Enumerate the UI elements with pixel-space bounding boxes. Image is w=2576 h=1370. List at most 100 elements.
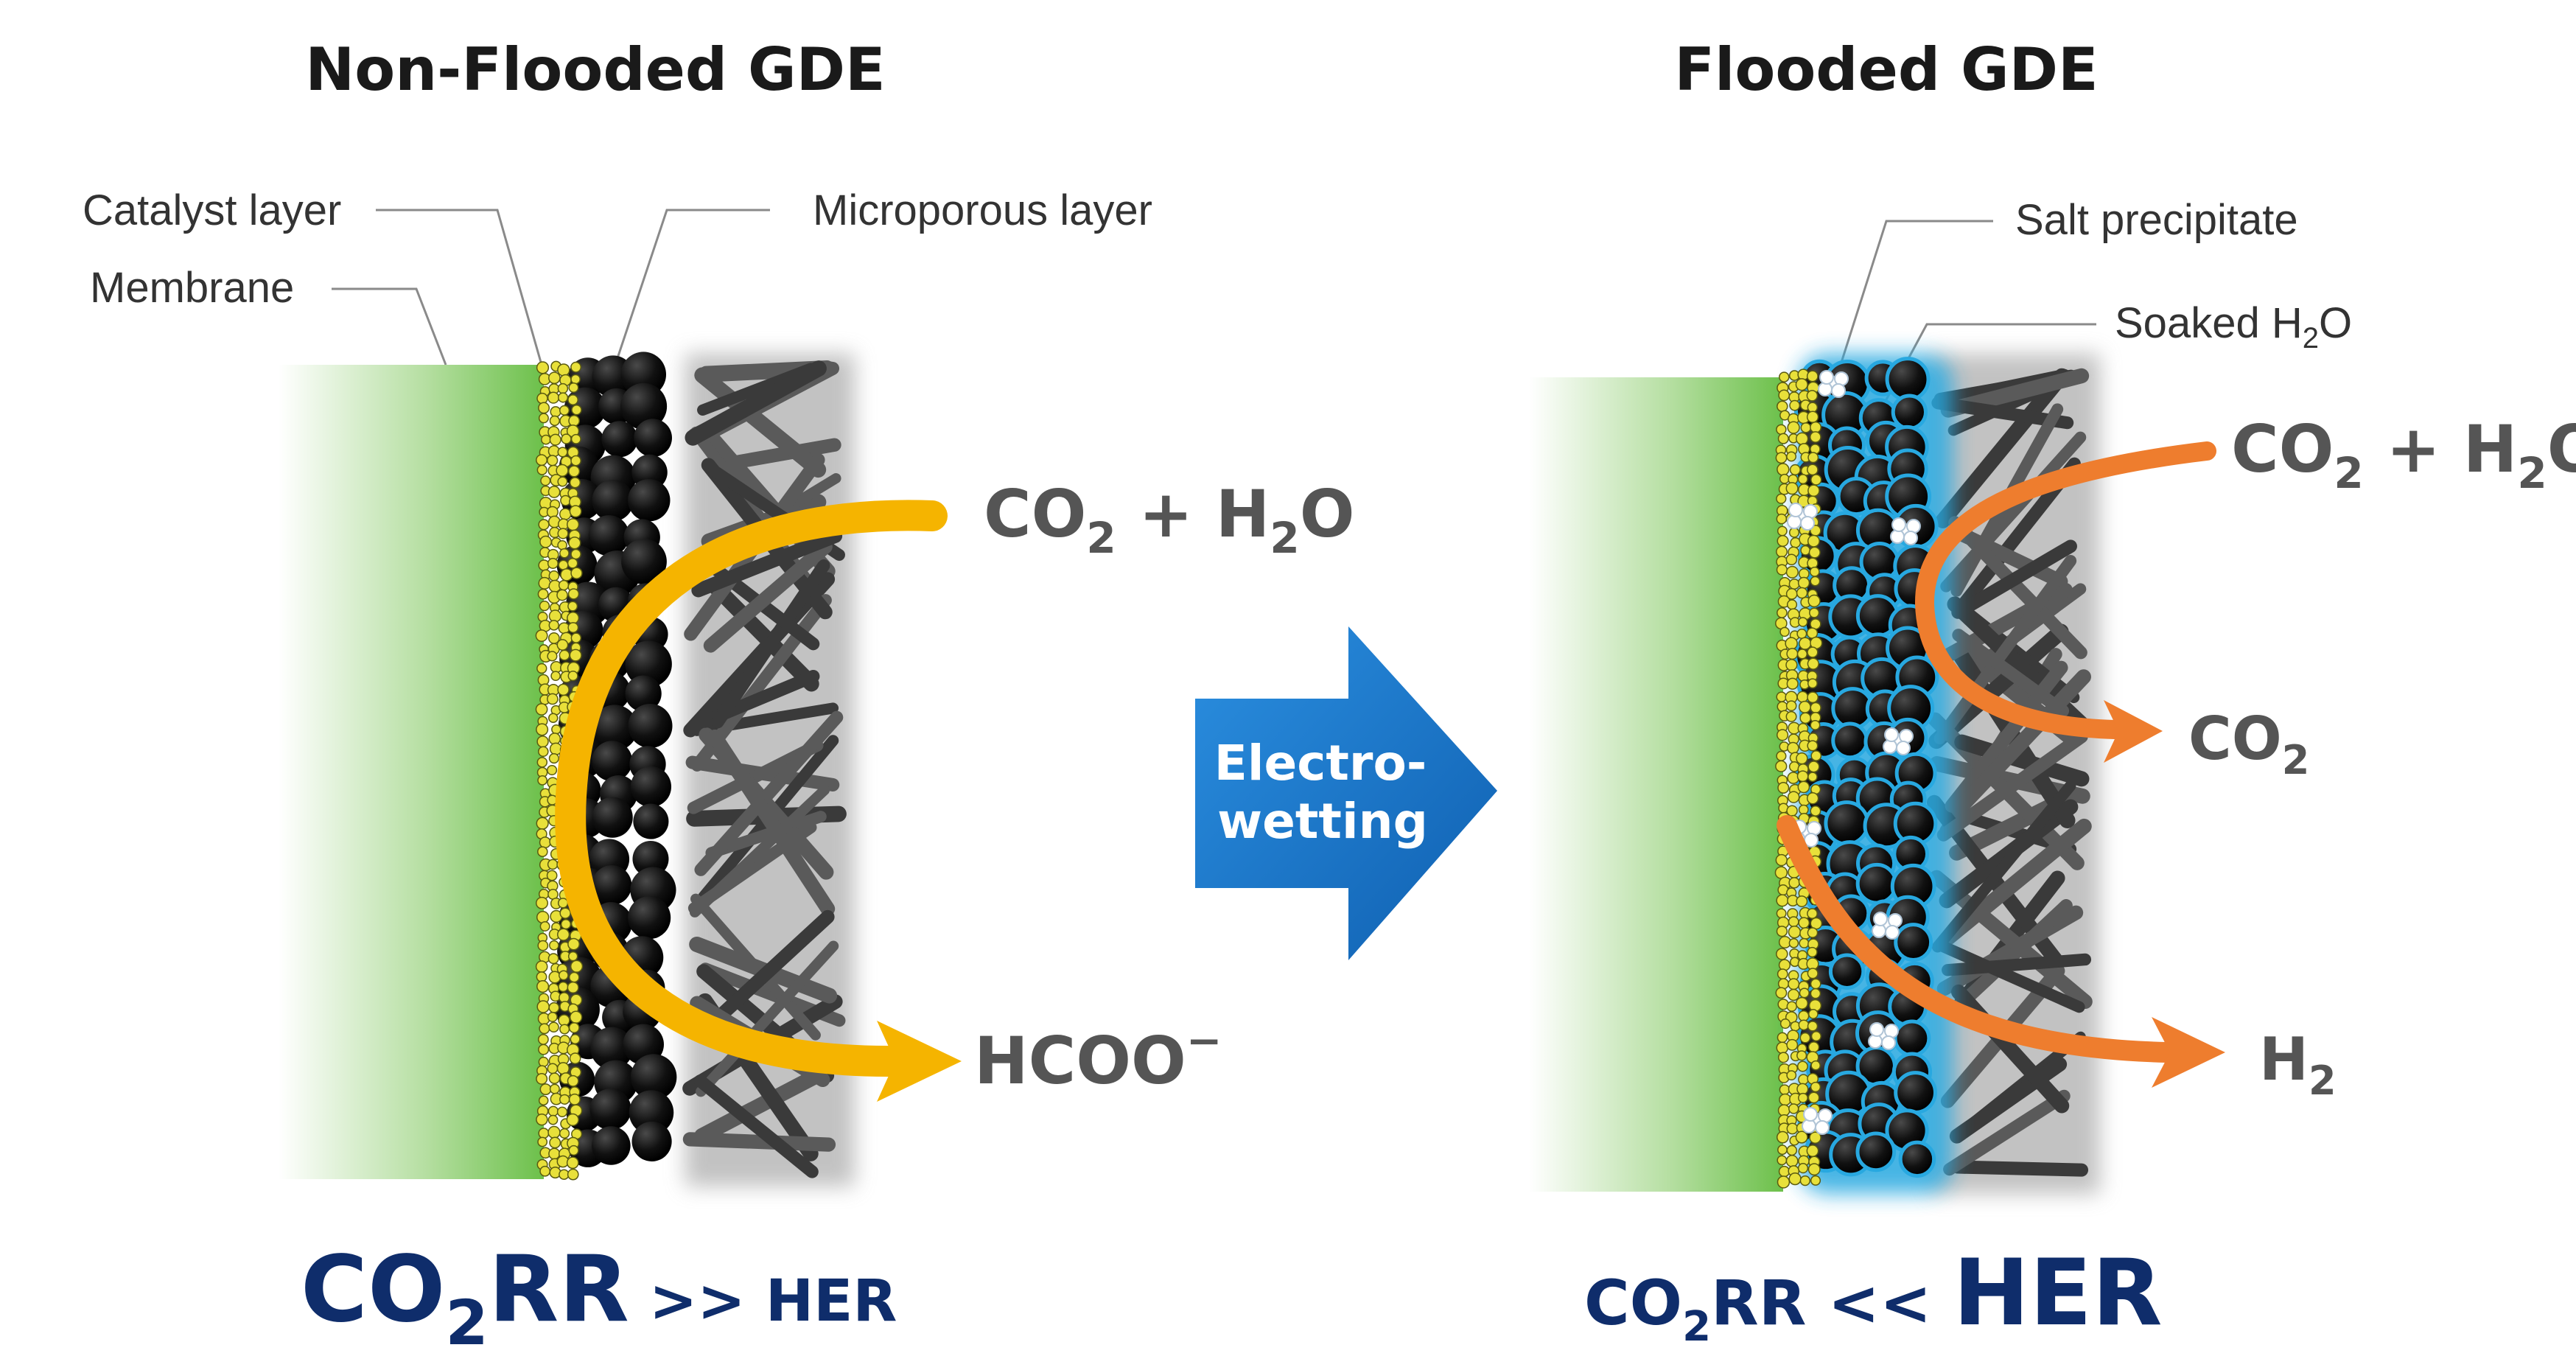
catalyst-particle (538, 576, 551, 590)
catalyst-particle (546, 506, 559, 518)
catalyst-particle (1779, 1084, 1791, 1095)
catalyst-particle (1807, 646, 1819, 658)
catalyst-particle (538, 746, 549, 758)
catalyst-particle (1799, 637, 1812, 650)
catalyst-particle (1779, 473, 1790, 484)
catalyst-particle (1807, 452, 1819, 464)
catalyst-particle (539, 1023, 550, 1035)
carbon-particle (631, 1121, 672, 1161)
catalyst-particle (536, 464, 547, 475)
carbon-particle (1831, 721, 1869, 760)
catalyst-particle (536, 1000, 550, 1013)
catalyst-particle (536, 1113, 548, 1126)
left-flow-arrow (555, 500, 962, 1102)
salt-crystal (1884, 727, 1899, 742)
salt-crystal (1903, 531, 1918, 545)
catalyst-particle (1796, 629, 1807, 639)
catalyst-particle (1807, 761, 1820, 773)
catalyst-particle (560, 494, 571, 506)
salt-crystal (1819, 370, 1834, 385)
catalyst-particle (1799, 1032, 1811, 1044)
catalyst-particle (1777, 1144, 1788, 1156)
catalyst-particle (1779, 1093, 1792, 1106)
catalyst-particle (547, 765, 558, 776)
catalyst-particle (567, 981, 579, 994)
catalyst-particle (567, 671, 578, 682)
catalyst-particle (1798, 700, 1811, 713)
catalyst-particle (1785, 700, 1797, 712)
right-salt-precipitates (1787, 370, 1921, 1135)
catalyst-particle (1808, 1009, 1819, 1019)
left-carbon-fibers (682, 360, 847, 1178)
carbon-particle (1824, 800, 1870, 846)
carbon-particle (590, 1027, 634, 1070)
catalyst-particle (567, 937, 580, 951)
catalyst-particle (568, 971, 580, 983)
catalyst-particle (539, 836, 551, 849)
catalyst-particle (1798, 1019, 1810, 1031)
catalyst-particle (547, 557, 559, 569)
catalyst-particle (1786, 1001, 1797, 1012)
catalyst-particle (1796, 587, 1808, 599)
carbon-particle (592, 741, 633, 782)
catalyst-particle (538, 1056, 549, 1067)
catalyst-particle (570, 374, 581, 385)
catalyst-particle (1787, 791, 1800, 803)
catalyst-particle (537, 775, 548, 786)
catalyst-particle (1788, 916, 1799, 928)
catalyst-particle (559, 1128, 570, 1139)
catalyst-particle (547, 455, 559, 466)
catalyst-particle (547, 486, 561, 498)
catalyst-particle (537, 846, 548, 858)
catalyst-particle (538, 1044, 550, 1055)
catalyst-particle (1799, 1175, 1810, 1186)
carbon-fiber (710, 438, 841, 472)
left-inlet-label: CO2 + H2O (984, 476, 1355, 563)
carbon-fiber (706, 578, 819, 692)
microporous-layer-label: Microporous layer (813, 186, 1152, 234)
catalyst-particle (559, 548, 570, 559)
catalyst-particle (570, 433, 581, 444)
catalyst-particle (1777, 968, 1788, 980)
catalyst-particle (1776, 894, 1789, 907)
carbon-fiber (691, 528, 843, 598)
carbon-fiber (1943, 1089, 2071, 1176)
catalyst-particle (547, 1063, 559, 1074)
electrowetting-label-line1: Electro- (1214, 735, 1427, 791)
catalyst-particle (1776, 545, 1788, 558)
catalyst-particle (1787, 772, 1800, 784)
catalyst-particle (1798, 804, 1809, 815)
catalyst-particle (1809, 431, 1821, 443)
carbon-fiber (682, 1132, 836, 1152)
salt-crystal (1873, 912, 1888, 926)
catalyst-particle (1776, 1041, 1789, 1055)
catalyst-particle (1809, 607, 1820, 618)
catalyst-particle (1807, 557, 1819, 569)
catalyst-particle (569, 649, 582, 662)
catalyst-particle (548, 1147, 561, 1160)
catalyst-particle (570, 632, 582, 643)
catalyst-particle (1806, 1144, 1819, 1157)
carbon-fiber (1936, 730, 2088, 842)
catalyst-particle (548, 620, 559, 631)
catalyst-particle (1790, 1021, 1801, 1032)
carbon-particle (1898, 1140, 1936, 1178)
catalyst-particle (1778, 389, 1791, 402)
catalyst-particle (568, 1022, 580, 1033)
carbon-fiber (1942, 953, 2092, 976)
catalyst-particle (1776, 908, 1787, 919)
carbon-particle (633, 803, 669, 839)
salt-crystal (1815, 1120, 1830, 1135)
carbon-particle (620, 382, 668, 430)
catalyst-particle (1806, 410, 1819, 423)
carbon-fiber (1940, 818, 2092, 946)
salt-crystal (1803, 1107, 1818, 1122)
catalyst-particle (1785, 659, 1798, 671)
catalyst-particle (1776, 564, 1788, 576)
carbon-particle (1885, 357, 1931, 402)
catalyst-particle (538, 559, 550, 571)
catalyst-particle (1778, 959, 1791, 971)
carbon-particle (625, 675, 662, 712)
catalyst-particle (537, 588, 549, 600)
catalyst-particle (536, 817, 549, 830)
